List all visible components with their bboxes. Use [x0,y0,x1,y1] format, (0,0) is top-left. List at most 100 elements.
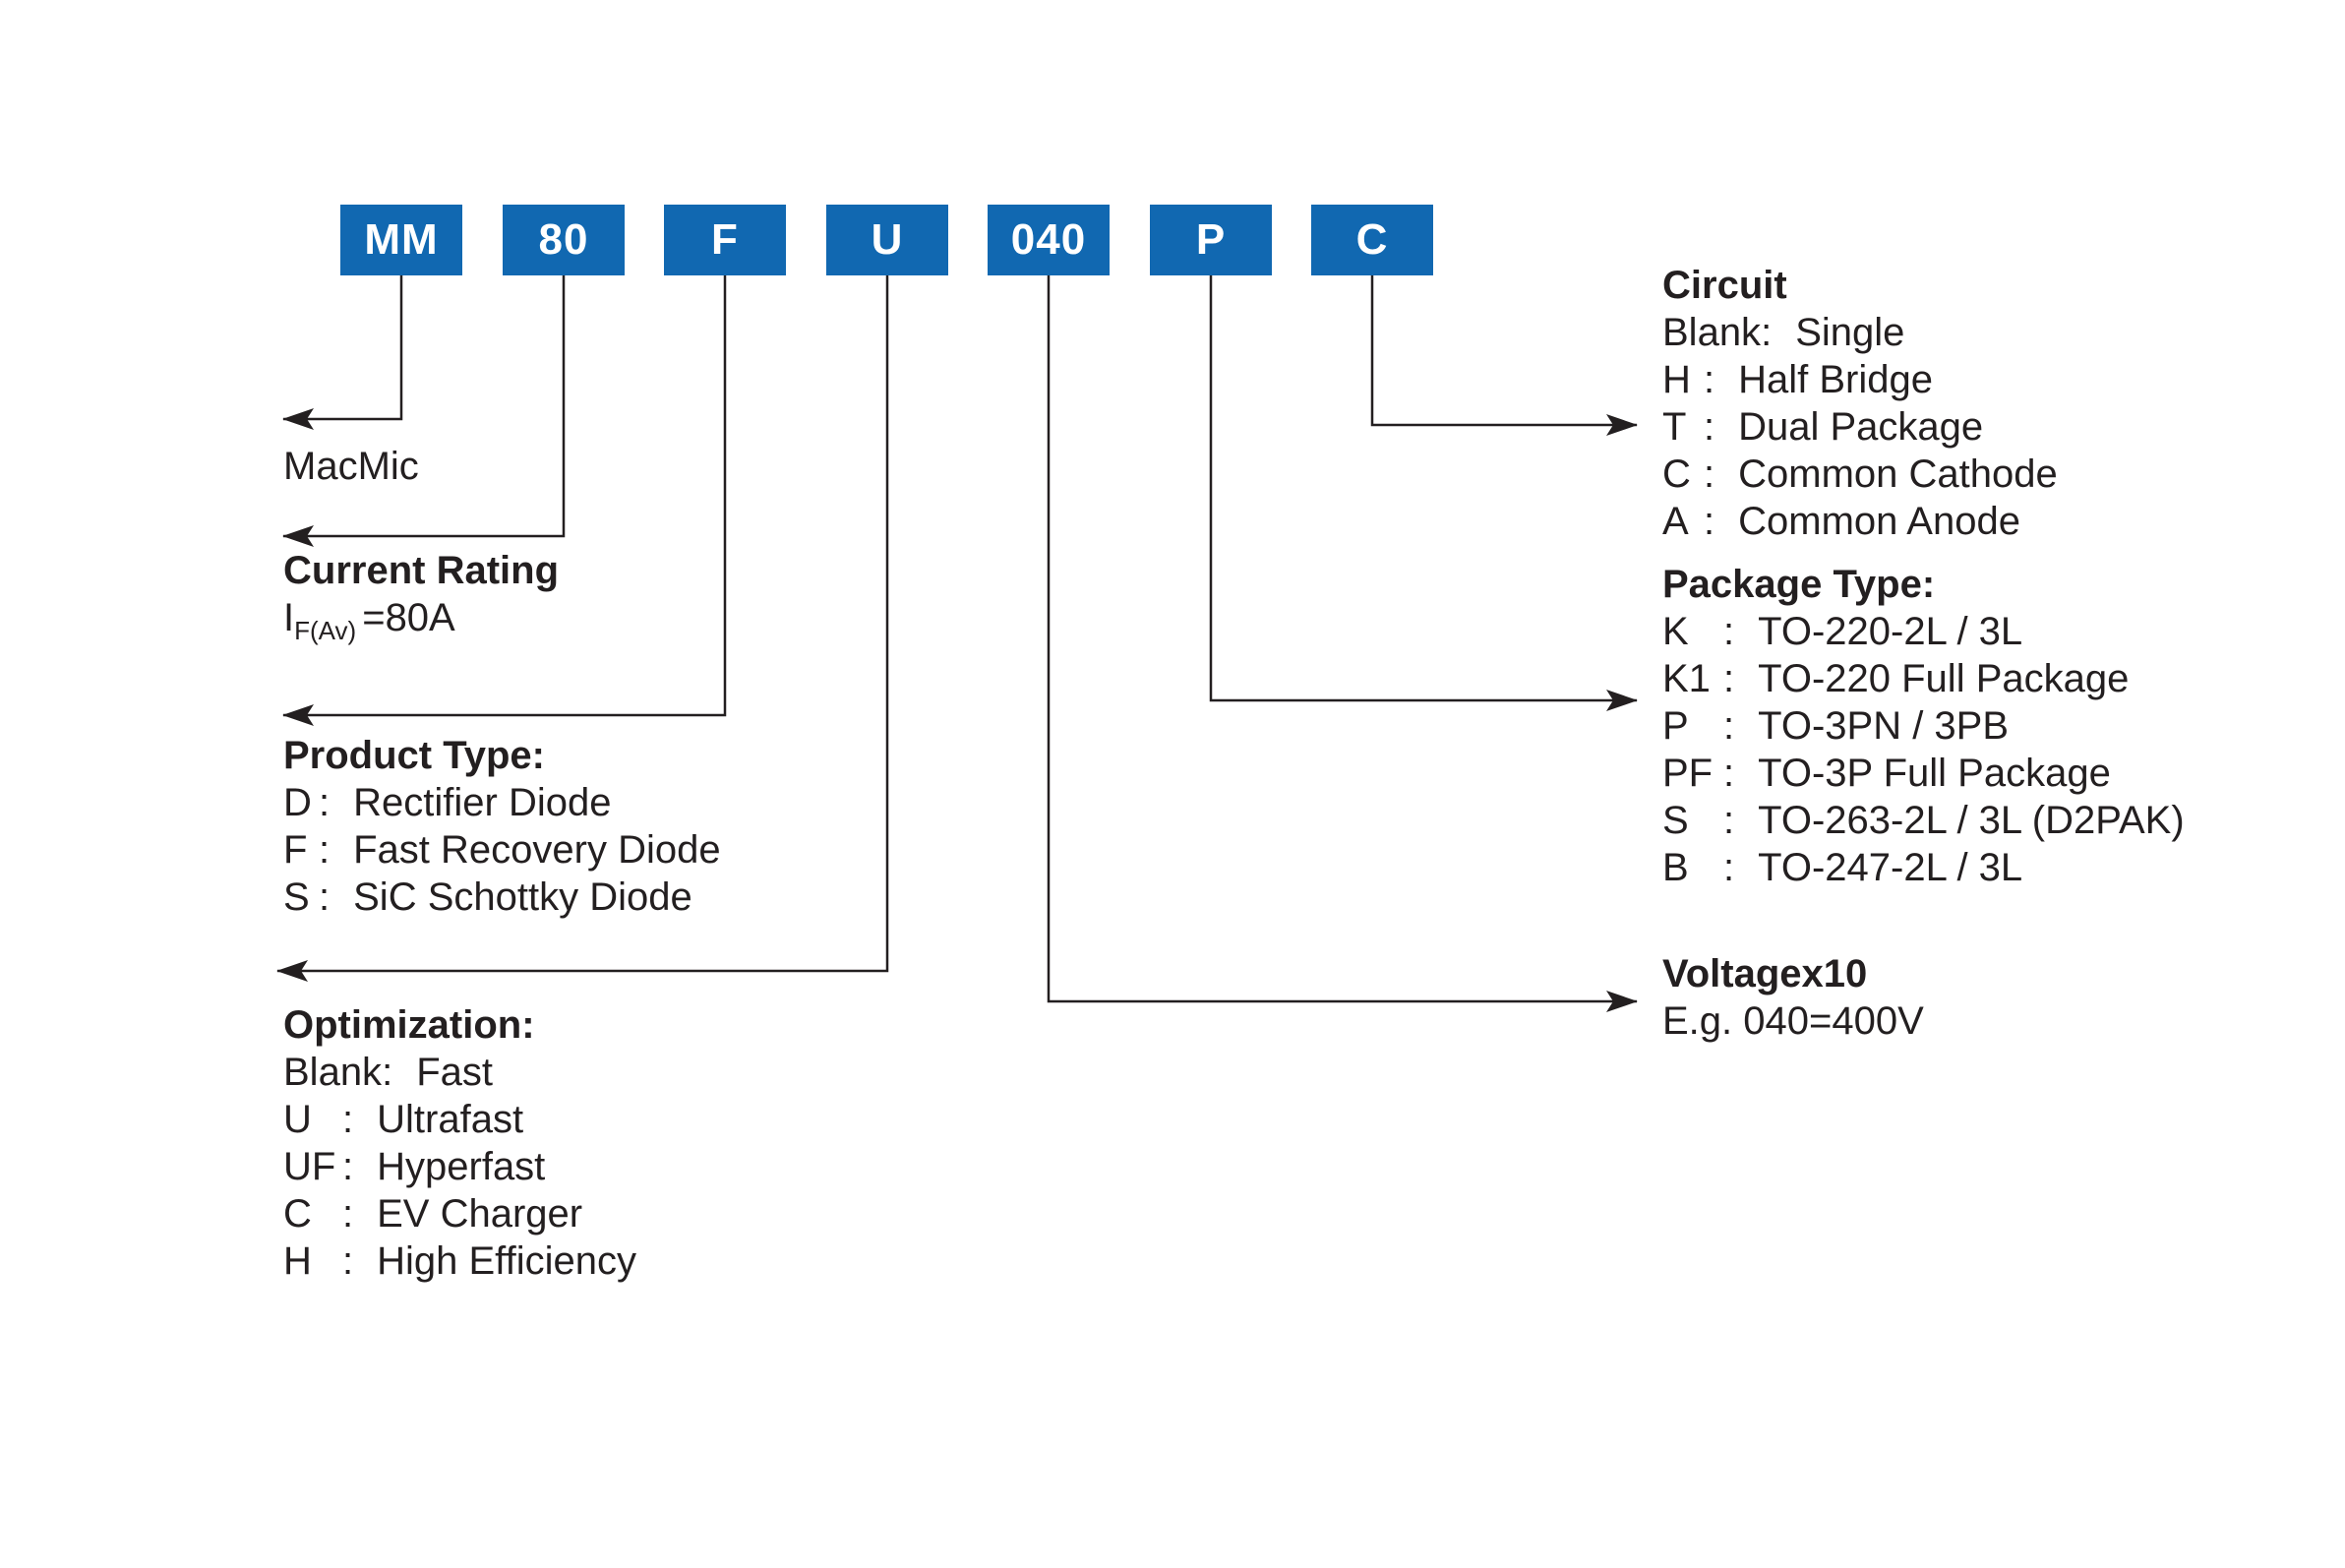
item-colon: : [319,875,331,919]
legend-item: B: TO-247-2L / 3L [1662,844,2185,891]
item-label: Common Anode [1738,500,2020,543]
item-key: Blank [1662,311,1762,354]
connector-u [276,275,889,982]
item-label: SiC Schottky Diode [353,875,692,919]
item-label: EV Charger [377,1192,583,1236]
item-colon: : [1704,405,1715,449]
item-label: Rectifier Diode [353,781,612,824]
legend-item: F: Fast Recovery Diode [283,826,721,874]
voltage-example: E.g. 040=400V [1662,999,1924,1043]
item-label: Single [1795,311,1905,354]
item-label: Half Bridge [1738,358,1933,401]
legend-item: K: TO-220-2L / 3L [1662,608,2185,655]
item-colon: : [1761,311,1773,354]
connector-mm [282,275,403,430]
part-code-segment: C [1311,205,1433,275]
legend-item: D:Rectifier Diode [283,779,721,826]
item-label: TO-220 Full Package [1758,657,2130,700]
section-title: Optimization: [283,1003,535,1047]
legend-item: C: Common Cathode [1662,451,2058,498]
item-key: C [1662,452,1691,496]
item-key: PF [1662,752,1714,795]
connector-f [282,275,727,726]
item-colon: : [342,1098,354,1141]
item-key: A [1662,500,1689,543]
item-label: Hyperfast [377,1145,546,1188]
legend-package-type: Package Type: K: TO-220-2L / 3L K1: TO-220 … [1662,561,2185,891]
item-key: S [283,875,310,919]
item-label: Fast Recovery Diode [353,828,721,872]
legend-item: U: Ultrafast [283,1096,636,1143]
item-key: F [283,828,308,872]
legend-item: T:Dual Package [1662,403,2058,451]
item-label: Ultrafast [377,1098,524,1141]
item-colon: : [1723,657,1735,700]
legend-manufacturer: MacMic [283,443,419,490]
legend-current-rating: Current Rating IF(Av)=80A [283,547,559,645]
item-colon: : [1723,704,1735,748]
item-colon: : [319,828,331,872]
item-label: TO-247-2L / 3L [1758,846,2023,889]
legend-item: UF:Hyperfast [283,1143,636,1190]
legend-item: K1: TO-220 Full Package [1662,655,2185,702]
connector-80 [282,275,566,547]
formula-subscript: F(Av) [294,616,357,645]
legend-item: C: EV Charger [283,1190,636,1237]
item-key: K1 [1662,657,1711,700]
item-label: High Efficiency [377,1239,636,1283]
part-code-segment: 040 [988,205,1110,275]
item-colon: : [382,1051,393,1094]
part-code-segment: MM [340,205,462,275]
item-label: Fast [416,1051,493,1094]
section-title: Circuit [1662,264,1787,307]
item-colon: : [342,1239,354,1283]
item-key: K [1662,610,1689,653]
item-label: TO-220-2L / 3L [1758,610,2023,653]
item-key: H [283,1239,312,1283]
legend-item: Blank: Single [1662,309,2058,356]
formula-symbol: I [283,596,295,639]
legend-item: P: TO-3PN / 3PB [1662,702,2185,750]
legend-voltage: Voltagex10 E.g. 040=400V [1662,950,1924,1045]
item-colon: : [1704,358,1715,401]
section-title: MacMic [283,445,419,488]
legend-item: S: SiC Schottky Diode [283,874,721,921]
part-code-segment: F [664,205,786,275]
part-code-segment: U [826,205,948,275]
item-label: Common Cathode [1738,452,2058,496]
item-label: TO-3P Full Package [1758,752,2111,795]
item-label: TO-3PN / 3PB [1758,704,2010,748]
section-title: Voltagex10 [1662,952,1868,995]
item-key: P [1662,704,1689,748]
part-code-segment: P [1150,205,1272,275]
legend-item: H:Half Bridge [1662,356,2058,403]
item-key: B [1662,846,1689,889]
item-colon: : [1704,452,1715,496]
item-key: Blank [283,1051,383,1094]
connector-040 [1047,275,1638,1012]
section-title: Product Type: [283,734,545,777]
item-label: Dual Package [1738,405,1984,449]
section-title: Package Type: [1662,563,1936,606]
item-key: D [283,781,312,824]
legend-item: PF: TO-3P Full Package [1662,750,2185,797]
item-key: C [283,1192,312,1236]
item-colon: : [1723,752,1735,795]
legend-item: S:TO-263-2L / 3L (D2PAK) [1662,797,2185,844]
connector-c [1370,275,1638,436]
item-colon: : [1723,846,1735,889]
item-key: U [283,1098,312,1141]
item-colon: : [342,1192,354,1236]
item-key: S [1662,799,1689,842]
item-colon: : [1723,610,1735,653]
current-rating-formula: IF(Av)=80A [283,594,559,645]
connector-p [1209,275,1638,711]
